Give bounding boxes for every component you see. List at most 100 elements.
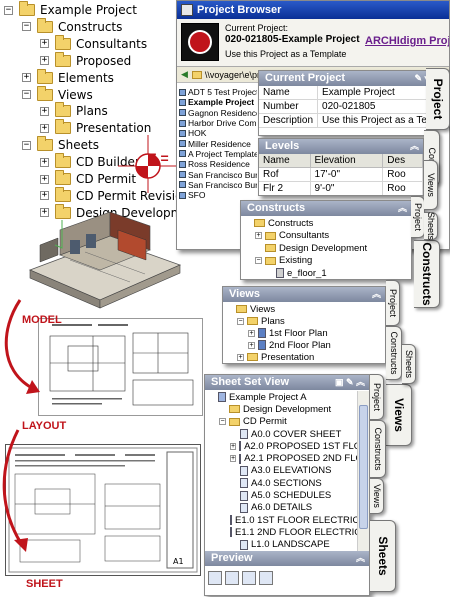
tree-item[interactable]: A3.0 ELEVATIONS bbox=[208, 465, 352, 477]
back-arrow-icon[interactable]: ◀ bbox=[181, 69, 188, 79]
refresh-icon[interactable] bbox=[259, 571, 273, 585]
tree-item[interactable]: +Proposed bbox=[40, 51, 131, 69]
tree-item[interactable]: −Plans bbox=[226, 315, 382, 327]
path-field[interactable]: \\voyager\e\projects bbox=[204, 69, 284, 80]
expand-icon[interactable]: + bbox=[40, 173, 49, 184]
publish-icon[interactable] bbox=[242, 571, 256, 585]
collapse-icon[interactable]: − bbox=[255, 257, 262, 265]
project-list-item[interactable]: Ross Residence bbox=[179, 159, 257, 169]
current-project-titlebar[interactable]: Current Project✎ ▾ bbox=[259, 71, 433, 86]
expand-icon[interactable]: + bbox=[22, 72, 31, 83]
expand-icon[interactable]: + bbox=[230, 455, 237, 463]
collapse-icon[interactable]: − bbox=[22, 139, 31, 150]
table-cell[interactable]: 9'-0" bbox=[310, 181, 384, 195]
table-cell[interactable]: Roo bbox=[382, 181, 423, 195]
project-list-item[interactable]: Example Project bbox=[179, 97, 257, 107]
tree-item[interactable]: Example Project A bbox=[208, 391, 352, 404]
project-list-item[interactable]: Miller Residence bbox=[179, 138, 257, 149]
tab-views[interactable]: Views bbox=[386, 384, 412, 446]
folder-up-icon[interactable] bbox=[191, 70, 202, 79]
panel-options-icon[interactable]: ▣ ✎ ︽ bbox=[334, 377, 365, 387]
tree-item[interactable]: +Elements bbox=[22, 68, 114, 86]
property-value[interactable]: Example Project bbox=[317, 86, 433, 100]
new-view-icon[interactable] bbox=[225, 571, 239, 585]
tree-item[interactable]: −Views bbox=[22, 85, 93, 103]
tree-item[interactable]: −Constructs bbox=[22, 17, 122, 35]
table-cell[interactable]: Rof bbox=[259, 167, 311, 182]
tree-item[interactable]: e_floor_1 bbox=[244, 267, 408, 279]
views-titlebar[interactable]: Views︽ bbox=[223, 287, 385, 302]
tree-item[interactable]: +CD Permit bbox=[40, 170, 136, 187]
tab-sheets-2[interactable]: Sheets bbox=[424, 212, 438, 240]
sheet-set-titlebar[interactable]: Sheet Set View▣ ✎ ︽ bbox=[205, 375, 369, 390]
expand-icon[interactable]: + bbox=[40, 207, 49, 218]
preview-titlebar[interactable]: Preview︽ bbox=[205, 551, 369, 566]
brand-link[interactable]: ARCHIdigm Proje bbox=[365, 35, 450, 47]
tree-item[interactable]: +2nd Floor Plan bbox=[226, 339, 382, 351]
project-list-item[interactable]: San Francisco Burea bbox=[179, 180, 257, 190]
tab-sheets[interactable]: Sheets bbox=[370, 520, 396, 592]
collapse-icon[interactable]: − bbox=[219, 418, 226, 426]
tree-item[interactable]: +1st Floor Plan bbox=[226, 327, 382, 339]
tree-item[interactable]: +Consultants bbox=[244, 230, 408, 243]
expand-icon[interactable]: + bbox=[40, 190, 49, 201]
tree-item[interactable]: +A2.1 PROPOSED 2ND FLOOR PLA bbox=[208, 452, 369, 464]
tab-constructs[interactable]: Constructs bbox=[414, 240, 440, 308]
tree-item[interactable]: +CD Permit Revisions bbox=[40, 186, 196, 204]
project-list-item[interactable]: A Project Template bbox=[179, 149, 257, 159]
tab-constructs-4[interactable]: Constructs bbox=[370, 420, 386, 478]
tree-item[interactable]: +A2.0 PROPOSED 1ST FLOOR PLA bbox=[208, 440, 369, 452]
tree-item[interactable]: E1.0 1ST FLOOR ELECTRICAL bbox=[208, 514, 369, 526]
project-list-item[interactable]: San Francisco Bureau bbox=[179, 169, 257, 180]
expand-icon[interactable]: + bbox=[40, 156, 49, 167]
expand-icon[interactable]: + bbox=[40, 38, 49, 49]
table-cell[interactable]: 17'-0" bbox=[310, 167, 384, 182]
table-cell[interactable]: Roo bbox=[382, 167, 423, 182]
tree-item[interactable]: +Consultants bbox=[40, 34, 147, 52]
collapse-icon[interactable]: − bbox=[22, 21, 31, 32]
expand-icon[interactable]: + bbox=[40, 105, 49, 116]
table-cell[interactable]: Flr 2 bbox=[259, 181, 311, 195]
tree-item[interactable]: +Presentation bbox=[226, 351, 382, 363]
expand-icon[interactable]: + bbox=[230, 442, 237, 450]
tree-item[interactable]: Design Development bbox=[244, 242, 408, 255]
collapse-icon[interactable]: − bbox=[22, 89, 31, 99]
project-list-item[interactable]: SFO bbox=[179, 190, 257, 200]
scrollbar-thumb[interactable] bbox=[359, 405, 368, 529]
collapse-chevron-icon[interactable]: ︽ bbox=[409, 141, 419, 151]
property-value[interactable]: 020-021805 bbox=[317, 99, 433, 114]
tree-item[interactable]: −Sheets bbox=[22, 136, 99, 153]
tree-item[interactable]: Constructs bbox=[244, 217, 408, 230]
tree-item[interactable]: L1.0 LANDSCAPE bbox=[208, 539, 352, 551]
expand-icon[interactable]: + bbox=[248, 341, 255, 349]
sheet-scrollbar[interactable] bbox=[357, 391, 369, 551]
tab-views-2[interactable]: Views bbox=[424, 160, 438, 210]
tree-item[interactable]: −Existing bbox=[244, 255, 408, 268]
project-list-item[interactable]: Harbor Drive Commer bbox=[179, 118, 257, 128]
expand-icon[interactable]: + bbox=[40, 55, 49, 66]
tab-views-4[interactable]: Views bbox=[370, 478, 384, 514]
tab-project-2[interactable]: Project bbox=[411, 196, 425, 238]
collapse-chevron-icon[interactable]: ︽ bbox=[355, 553, 365, 563]
collapse-chevron-icon[interactable]: ︽ bbox=[397, 203, 407, 213]
expand-icon[interactable]: + bbox=[40, 122, 49, 133]
tab-project[interactable]: Project bbox=[426, 68, 450, 130]
tree-item[interactable]: A0.0 COVER SHEET bbox=[208, 428, 352, 440]
tab-constructs-3[interactable]: Constructs bbox=[386, 326, 402, 380]
constructs-titlebar[interactable]: Constructs︽ bbox=[241, 201, 411, 216]
new-sheet-icon[interactable] bbox=[208, 571, 222, 585]
property-value[interactable]: Use this Project as a Templat bbox=[317, 113, 433, 128]
tree-root[interactable]: − Example Project bbox=[4, 1, 137, 18]
tree-item[interactable]: Views bbox=[226, 303, 382, 315]
project-list-item[interactable]: ADT 5 Test Project bbox=[179, 87, 257, 97]
tree-item[interactable]: −CD Permit bbox=[208, 416, 352, 428]
tab-sheets-3[interactable]: Sheets bbox=[402, 344, 416, 384]
tab-project-4[interactable]: Project bbox=[370, 374, 384, 420]
tree-item[interactable]: A6.0 DETAILS bbox=[208, 502, 352, 514]
column-header[interactable]: Name bbox=[259, 154, 311, 168]
levels-titlebar[interactable]: Levels︽ bbox=[259, 139, 423, 154]
